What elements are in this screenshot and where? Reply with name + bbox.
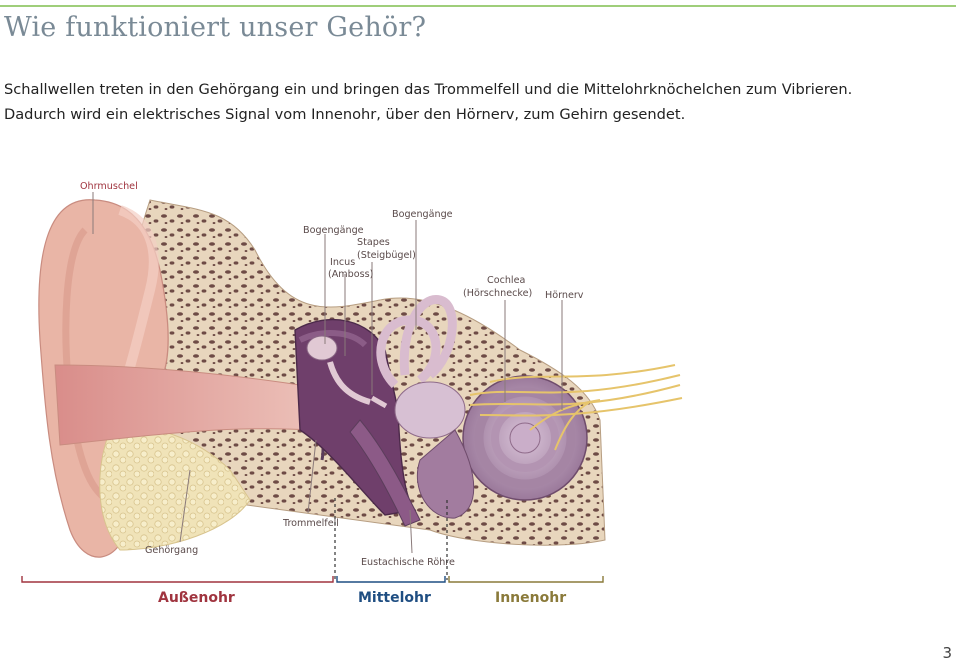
- innenohr-bracket: [448, 576, 604, 583]
- aussenohr-bracket: [21, 576, 334, 583]
- page-title: Wie funktioniert unser Gehör?: [4, 12, 427, 43]
- intro-line-1: Schallwellen treten in den Gehörgang ein…: [4, 81, 853, 98]
- label-cochlea-2: (Hörschnecke): [463, 288, 532, 299]
- page-number: 3: [942, 644, 952, 662]
- label-trommelfell: Trommelfell: [282, 518, 339, 529]
- stapes-bone: [327, 361, 371, 405]
- label-eustachische-roehre: Eustachische Röhre: [361, 557, 455, 568]
- label-bogengaenge-left: Bogengänge: [303, 225, 364, 236]
- soft-tissue: [99, 426, 251, 551]
- label-gehoergang: Gehörgang: [145, 545, 198, 556]
- label-cochlea-1: Cochlea: [487, 275, 525, 286]
- intro-line-2: Dadurch wird ein elektrisches Signal vom…: [4, 106, 686, 123]
- label-incus-1: Incus: [330, 257, 355, 268]
- label-bogengaenge-right: Bogengänge: [392, 209, 453, 220]
- leader-lines: [92, 192, 563, 554]
- top-rule: [0, 5, 956, 7]
- label-hoernerv: Hörnerv: [545, 290, 584, 301]
- intro-text: Schallwellen treten in den Gehörgang ein…: [4, 77, 944, 127]
- label-ohrmuschel: Ohrmuschel: [80, 181, 138, 192]
- auditory-nerve: [469, 364, 683, 451]
- section-aussenohr: Außenohr: [158, 590, 235, 606]
- section-mittelohr: Mittelohr: [358, 590, 431, 606]
- section-innenohr: Innenohr: [495, 590, 566, 606]
- label-incus-2: (Amboss): [328, 269, 373, 280]
- label-stapes-1: Stapes: [357, 237, 390, 248]
- eustachian-tube: [349, 419, 421, 527]
- incus-bone: [306, 335, 338, 361]
- vestibule: [394, 381, 466, 439]
- ear-anatomy-diagram: Ohrmuschel Bogengänge Bogengänge Stapes …: [21, 181, 683, 606]
- mittelohr-bracket: [336, 576, 446, 583]
- cochlea: [462, 375, 588, 501]
- semicircular-canals: [376, 295, 457, 389]
- label-stapes-2: (Steigbügel): [357, 250, 416, 261]
